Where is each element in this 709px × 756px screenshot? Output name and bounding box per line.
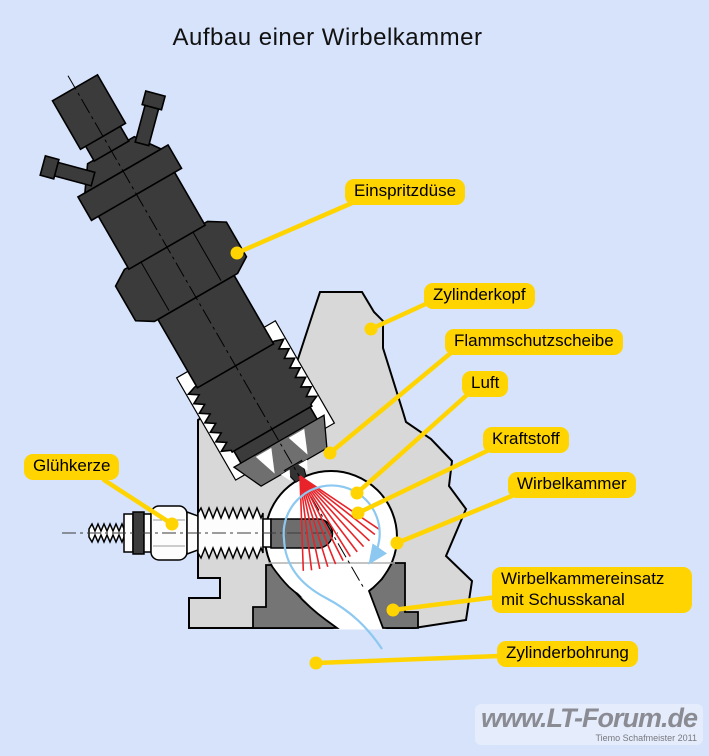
leader-dot-kraftstoff: [351, 506, 365, 520]
leader-dot-gluehkerze: [165, 517, 179, 531]
leader-line-wirbelkammereinsatz: [390, 594, 500, 613]
glow-plug: [62, 505, 338, 561]
leader-line-einspritzduese: [234, 200, 355, 256]
label-luft: Luft: [462, 371, 509, 397]
callout-leaders: [101, 200, 517, 670]
hex-facet-line: [140, 261, 170, 311]
disc-gap: [281, 469, 291, 481]
leader-dot-einspritzduese: [230, 246, 244, 260]
label-kraftstoff: Kraftstoff: [483, 427, 569, 453]
watermark: www.LT-Forum.de Tiemo Schafmeister 2011: [475, 704, 703, 745]
label-flammschutzscheibe: Flammschutzscheibe: [445, 329, 623, 355]
leader-line-zylinderbohrung: [313, 653, 503, 666]
label-gluehkerze: Glühkerze: [24, 454, 120, 480]
disc-gap: [255, 447, 275, 474]
leader-dot-wirbelkammereinsatz: [386, 603, 400, 617]
leader-dot-luft: [350, 486, 364, 500]
air-swirl-arrow: [282, 484, 388, 650]
label-einspritzduese: Einspritzdüse: [345, 179, 466, 205]
shot-channel: [294, 576, 386, 630]
disc-gap: [288, 428, 308, 455]
diagram-title: Aufbau einer Wirbelkammer: [172, 24, 483, 51]
watermark-site: www.LT-Forum.de: [481, 703, 698, 733]
leader-line-gluehkerze: [101, 477, 175, 527]
hex-facet-line: [192, 231, 222, 281]
label-zylinderbohrung: Zylinderbohrung: [497, 641, 638, 667]
fuel-spray-lines: [299, 475, 380, 571]
disc-gap: [298, 459, 308, 471]
injector-threads: [186, 338, 319, 454]
label-wirbelkammereinsatz: Wirbelkammereinsatz mit Schusskanal: [492, 567, 692, 614]
leader-line-luft: [354, 391, 471, 496]
leader-dot-zylinderkopf: [364, 322, 378, 336]
leader-line-zylinderkopf: [368, 299, 433, 332]
chamber-insert-left: [252, 564, 340, 629]
watermark-credit: Tiemo Schafmeister 2011: [595, 733, 697, 743]
leader-dot-wirbelkammer: [390, 536, 404, 550]
leader-line-flammschutzscheibe: [327, 349, 455, 456]
label-wirbelkammer: Wirbelkammer: [508, 472, 636, 498]
leader-line-wirbelkammer: [394, 492, 517, 546]
label-zylinderkopf: Zylinderkopf: [424, 283, 535, 309]
injector: [39, 73, 364, 587]
leader-dot-flammschutzscheibe: [323, 446, 337, 460]
leader-line-kraftstoff: [355, 447, 492, 516]
injector-nipple-right: [134, 90, 167, 147]
chamber-insert-right: [367, 562, 419, 629]
injector-nipple-left: [39, 154, 96, 187]
leader-dot-zylinderbohrung: [309, 656, 323, 670]
